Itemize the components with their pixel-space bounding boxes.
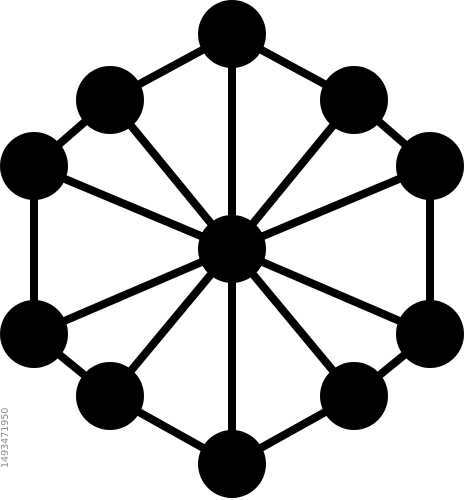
spoke-line bbox=[30, 162, 236, 253]
node-upper-left bbox=[76, 66, 144, 134]
node-left-upper bbox=[0, 132, 68, 200]
node-lower-left bbox=[76, 362, 144, 430]
node-bottom bbox=[198, 430, 266, 498]
node-center bbox=[198, 215, 266, 283]
spoke-line bbox=[228, 162, 434, 253]
stock-id-label: 1493471950 bbox=[0, 407, 11, 469]
node-upper-right bbox=[320, 66, 388, 134]
node-lower-right bbox=[320, 362, 388, 430]
node-right-upper bbox=[396, 132, 464, 200]
node-left-lower bbox=[0, 300, 68, 368]
spoke-line bbox=[228, 245, 434, 338]
node-top bbox=[198, 0, 266, 68]
spoke-line bbox=[30, 245, 236, 338]
node-right-lower bbox=[396, 300, 464, 368]
